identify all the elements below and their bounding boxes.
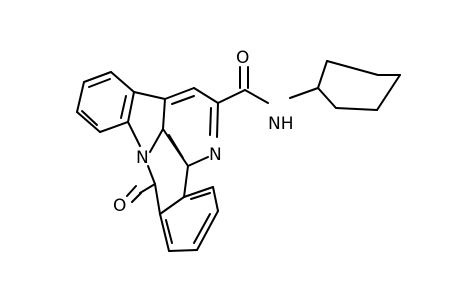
lower-benzene-ring [159, 186, 219, 252]
bond [216, 102, 219, 138]
lactam-ring [126, 165, 189, 215]
double-bond [193, 213, 211, 244]
double-bond [190, 192, 211, 200]
bond [326, 60, 379, 76]
bond [376, 74, 401, 111]
double-bond [168, 134, 184, 159]
double-bond [81, 110, 98, 126]
bond [133, 91, 166, 100]
amide-group [217, 66, 269, 104]
bond [149, 128, 164, 153]
amide-nitrogen-label: NH [268, 114, 294, 134]
bond [127, 121, 141, 147]
double-bond [165, 219, 173, 244]
bond [183, 186, 214, 198]
bond [317, 60, 328, 89]
bond [317, 87, 337, 109]
bond [126, 185, 137, 197]
bond [187, 156, 209, 167]
double-bond [120, 95, 127, 119]
double-bond [209, 107, 212, 136]
bond [127, 91, 135, 123]
pyridine-ring [162, 87, 219, 167]
bond [76, 111, 101, 133]
bond [244, 89, 269, 104]
bond [83, 71, 112, 83]
cyclohexyl-ring [289, 60, 401, 111]
bond [196, 210, 219, 251]
bond [193, 87, 219, 104]
lactam-oxygen-label: O [113, 196, 126, 216]
bond [154, 183, 161, 215]
double-bond [171, 95, 195, 105]
bond [162, 98, 166, 130]
bond [131, 192, 142, 203]
bond [99, 121, 129, 133]
amide-oxygen-label: O [236, 48, 249, 68]
bond [183, 165, 189, 198]
bond [217, 89, 246, 104]
bond [159, 213, 170, 252]
bond [335, 107, 378, 111]
bond [168, 249, 198, 252]
double-bond [88, 78, 111, 88]
bond [139, 183, 156, 194]
bond [147, 165, 156, 185]
indole-pyrrole-ring [127, 91, 166, 153]
pyridine-nitrogen-label: N [209, 145, 222, 165]
bond [76, 81, 85, 113]
bond [164, 87, 195, 100]
lactam-nitrogen-label: N [136, 148, 149, 168]
bond [212, 186, 219, 212]
bond [159, 196, 185, 215]
indole-benzene-ring [76, 71, 135, 133]
bond [289, 87, 319, 99]
bond [110, 71, 135, 93]
